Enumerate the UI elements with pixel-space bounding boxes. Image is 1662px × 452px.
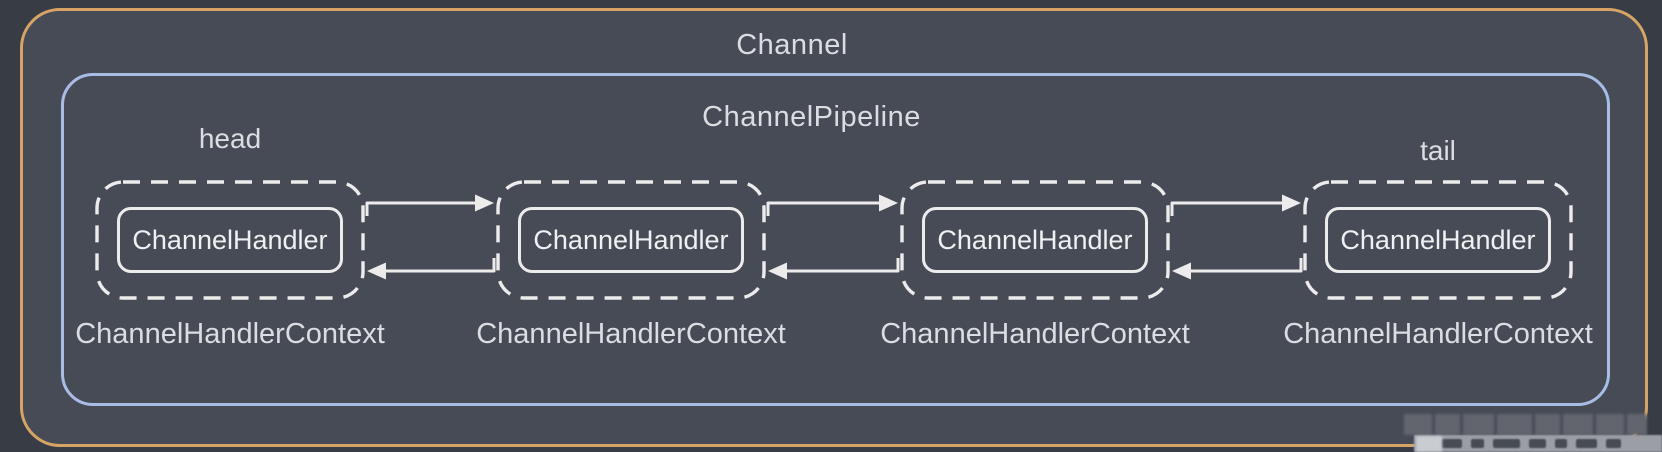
handler-unit: ChannelHandler ChannelHandlerContext <box>476 180 786 355</box>
channel-handler-context-label: ChannelHandlerContext <box>880 318 1190 350</box>
watermark-smudge <box>1442 439 1462 448</box>
watermark-block <box>1535 414 1560 435</box>
channel-handler-label: ChannelHandler <box>132 224 328 255</box>
blurred-watermark <box>1400 414 1662 452</box>
watermark-block <box>1563 414 1593 435</box>
watermark-block <box>1497 414 1532 435</box>
watermark-smudge <box>1606 439 1621 448</box>
tail-label: tail <box>1420 135 1456 166</box>
watermark-highlight <box>1416 436 1442 452</box>
channel-handler-context-label: ChannelHandlerContext <box>476 318 786 350</box>
pipeline-title: ChannelPipeline <box>702 101 921 133</box>
watermark-block <box>1404 414 1432 435</box>
handler-unit: ChannelHandler ChannelHandlerContext <box>1283 180 1593 355</box>
watermark-block <box>1627 414 1647 435</box>
watermark-smudge <box>1471 439 1484 448</box>
watermark-smudge <box>1493 439 1520 448</box>
channel-handler-context-label: ChannelHandlerContext <box>1283 318 1593 350</box>
channel-handler-box: ChannelHandler <box>1325 207 1551 273</box>
handler-unit: ChannelHandler ChannelHandlerContext <box>880 180 1190 355</box>
pipeline-container: ChannelPipeline <box>61 73 1610 406</box>
channel-handler-label: ChannelHandler <box>937 224 1133 255</box>
head-label: head <box>198 123 262 154</box>
watermark-block <box>1463 414 1494 435</box>
watermark-block <box>1596 414 1624 435</box>
channel-handler-box: ChannelHandler <box>518 207 744 273</box>
watermark-strip <box>1414 435 1662 452</box>
channel-handler-box: ChannelHandler <box>117 207 343 273</box>
channel-handler-label: ChannelHandler <box>533 224 729 255</box>
watermark-smudge <box>1576 439 1597 448</box>
handler-unit: ChannelHandler ChannelHandlerContext <box>75 180 385 355</box>
channel-handler-context-label: ChannelHandlerContext <box>75 318 385 350</box>
channel-title: Channel <box>736 29 848 61</box>
channel-handler-label: ChannelHandler <box>1340 224 1536 255</box>
watermark-smudge <box>1529 439 1546 448</box>
channel-handler-box: ChannelHandler <box>922 207 1148 273</box>
watermark-blocks <box>1404 414 1647 435</box>
watermark-block <box>1435 414 1460 435</box>
watermark-smudge <box>1555 439 1567 448</box>
